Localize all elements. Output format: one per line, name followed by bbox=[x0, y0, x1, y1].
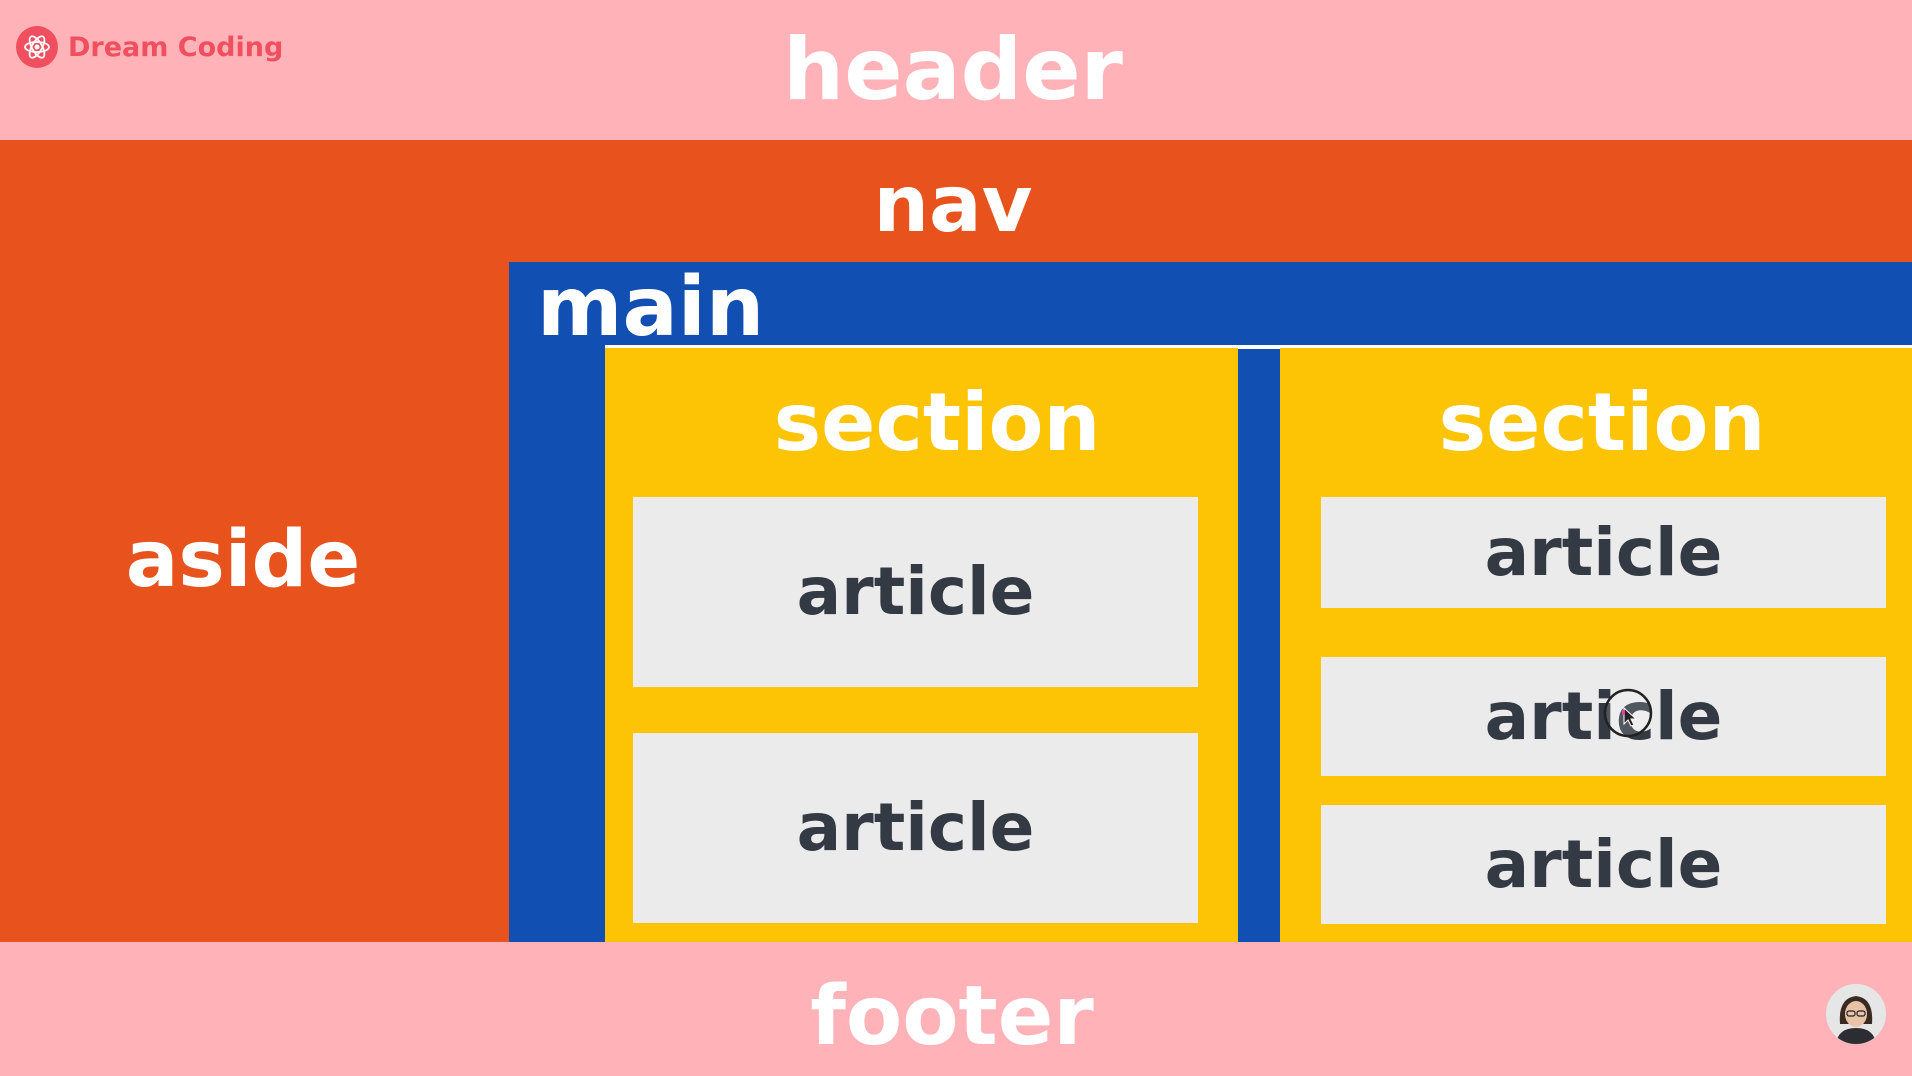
article-label: article bbox=[1484, 825, 1723, 903]
article-box: article bbox=[633, 497, 1198, 687]
article-label: article bbox=[796, 789, 1035, 866]
footer-label: footer bbox=[810, 969, 1094, 1064]
section-divider-line bbox=[605, 345, 1912, 349]
article-box: article bbox=[1321, 805, 1886, 924]
article-label: article bbox=[796, 553, 1035, 630]
brand-name: Dream Coding bbox=[68, 31, 284, 63]
aside-label: aside bbox=[125, 515, 361, 605]
article-label: article bbox=[1484, 513, 1723, 591]
article-box: article bbox=[1321, 657, 1886, 776]
main-label: main bbox=[537, 260, 765, 355]
article-box: article bbox=[1321, 497, 1886, 608]
article-label: article bbox=[1484, 677, 1723, 755]
mouse-pointer-icon bbox=[1603, 688, 1653, 738]
presenter-avatar bbox=[1826, 984, 1886, 1044]
footer-region bbox=[0, 942, 1912, 1076]
atom-icon bbox=[16, 26, 58, 68]
article-box: article bbox=[633, 733, 1198, 923]
brand-logo: Dream Coding bbox=[16, 26, 283, 68]
section-right-label: section bbox=[1438, 376, 1766, 469]
header-region bbox=[0, 0, 1912, 140]
nav-label: nav bbox=[873, 160, 1033, 250]
section-left-label: section bbox=[773, 376, 1101, 469]
header-label: header bbox=[783, 20, 1123, 120]
